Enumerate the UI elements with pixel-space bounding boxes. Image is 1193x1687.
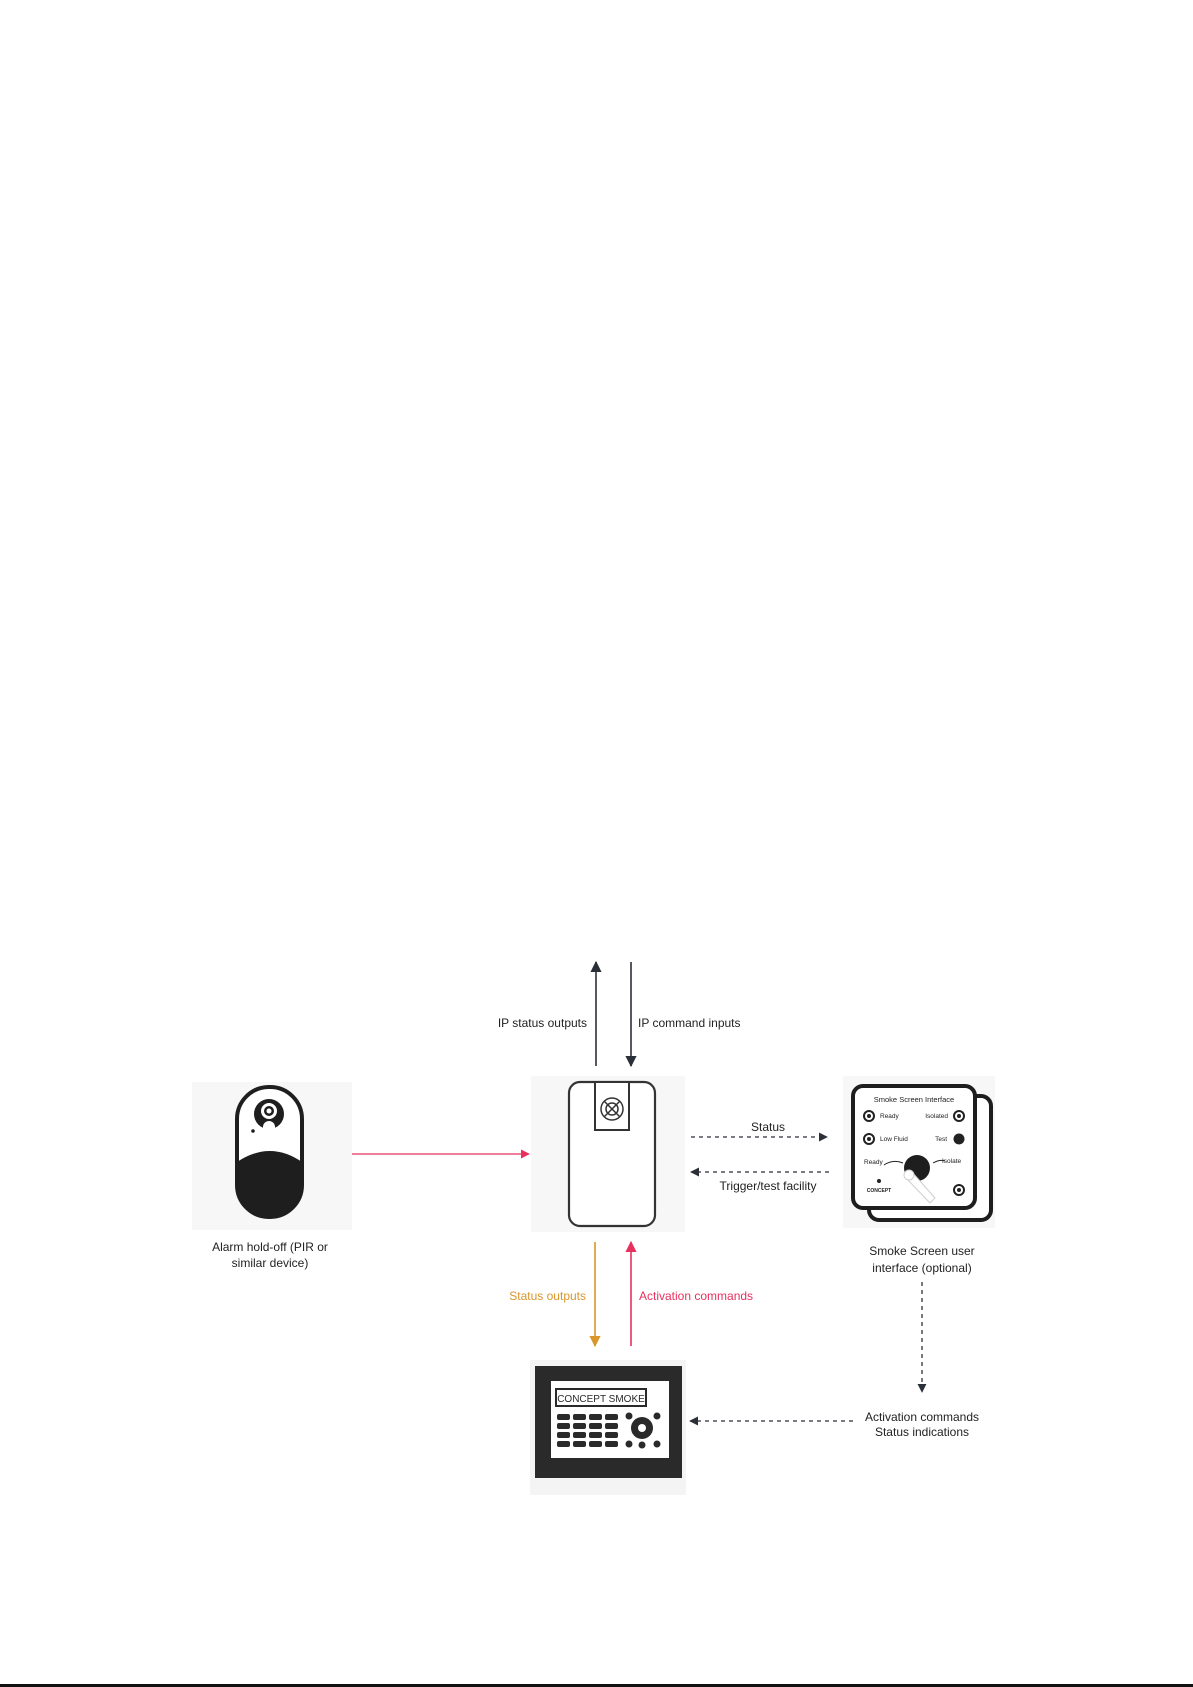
alarm-holdoff-caption-line2: similar device) [232, 1256, 309, 1270]
ui-logo: CONCEPT [867, 1188, 891, 1194]
ui-ready-label: Ready [880, 1113, 900, 1120]
ui-switch-ready-label: Ready [864, 1159, 884, 1166]
smoke-generator-icon [531, 1076, 685, 1232]
ui-caption-line2: interface (optional) [872, 1261, 971, 1275]
ui-switch-isolate-label: Isolate [942, 1158, 962, 1165]
ui-caption-line1: Smoke Screen user [869, 1244, 974, 1258]
trigger-test-label: Trigger/test facility [720, 1179, 817, 1193]
status-label: Status [751, 1120, 785, 1134]
page-bottom-rule [0, 1684, 1193, 1687]
ui-test-label: Test [935, 1136, 947, 1143]
status-outputs-label: Status outputs [509, 1289, 586, 1303]
ip-command-inputs-label: IP command inputs [638, 1016, 741, 1030]
keypad-brand: CONCEPT SMOKE [557, 1394, 645, 1405]
keypad-status-indications-label: Status indications [875, 1425, 969, 1439]
keypad-icon: CONCEPT SMOKE [530, 1360, 686, 1495]
pir-sensor-icon [192, 1082, 352, 1230]
ui-isolated-label: Isolated [925, 1113, 948, 1120]
ui-low-fluid-label: Low Fluid [880, 1136, 908, 1143]
ip-status-outputs-label: IP status outputs [498, 1016, 587, 1030]
alarm-holdoff-caption-line1: Alarm hold-off (PIR or [212, 1240, 328, 1254]
keypad-activation-commands-label: Activation commands [865, 1410, 979, 1424]
smoke-screen-interface-icon: Smoke Screen Interface Ready Isolated Lo… [843, 1076, 995, 1228]
activation-commands-label: Activation commands [639, 1289, 753, 1303]
test-button-icon [953, 1133, 965, 1145]
ui-panel-title: Smoke Screen Interface [874, 1095, 954, 1104]
